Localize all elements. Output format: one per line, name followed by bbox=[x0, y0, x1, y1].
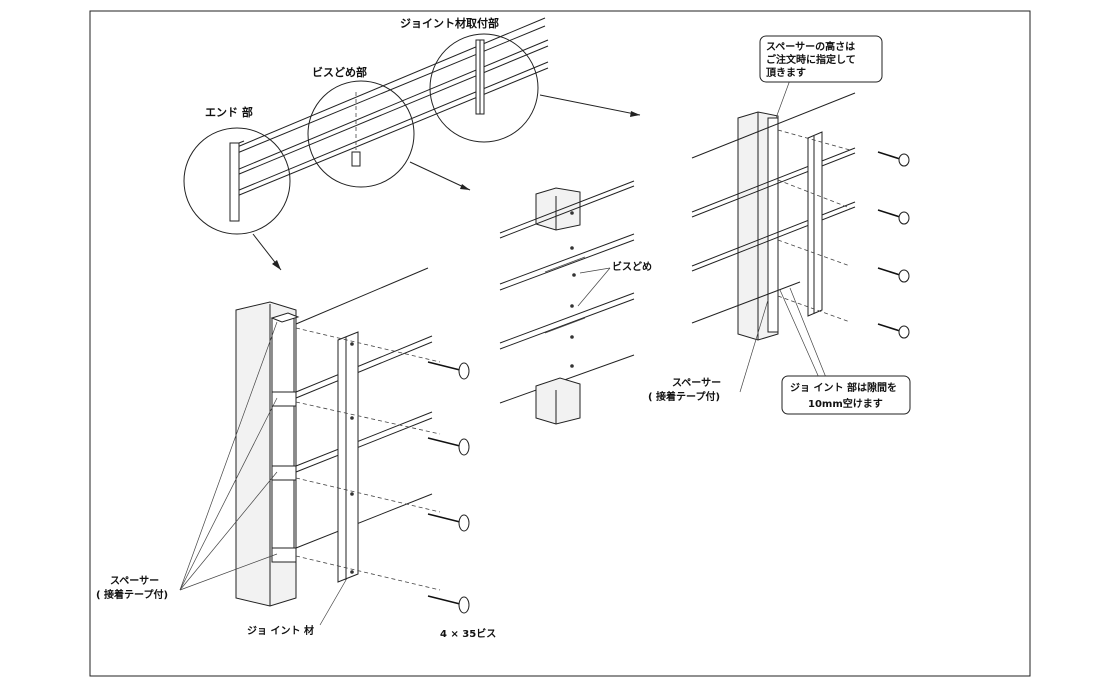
note-balloon bbox=[781, 375, 911, 415]
note-joint-gap-1: ジョ イント 部は隙間を bbox=[790, 381, 897, 394]
note-balloon bbox=[759, 35, 883, 83]
center-detail bbox=[499, 180, 635, 425]
label-screw-spec: 4 × 35ビス bbox=[440, 627, 496, 640]
label-spacer-right-2: ( 接着テープ付) bbox=[648, 390, 720, 403]
screw-icon bbox=[427, 437, 470, 456]
screw-icon bbox=[427, 361, 470, 380]
left-detail bbox=[179, 267, 470, 626]
label-spacer-left-2: ( 接着テープ付) bbox=[96, 588, 168, 601]
overview-fence bbox=[183, 17, 641, 271]
note-spacer-height-3: 頂きます bbox=[766, 67, 806, 79]
screw-icon bbox=[877, 151, 910, 167]
screw-icon bbox=[877, 267, 910, 283]
screw-icon bbox=[877, 209, 910, 225]
label-end: エンド 部 bbox=[205, 105, 253, 119]
label-screw-stop: ビスどめ部 bbox=[312, 65, 367, 79]
note-spacer-height-1: スペーサーの高さは bbox=[766, 40, 855, 53]
label-joint-mount: ジョイント材取付部 bbox=[400, 16, 499, 30]
right-detail bbox=[691, 79, 910, 393]
note-joint-gap-2: 10mm空けます bbox=[808, 397, 883, 410]
screw-icon bbox=[427, 595, 470, 614]
drawing-frame bbox=[89, 10, 1031, 677]
screw-icon bbox=[427, 513, 470, 532]
label-screw-stop-small: ビスどめ bbox=[612, 260, 652, 273]
label-joint-material: ジョ イント 材 bbox=[247, 624, 314, 637]
label-spacer-right-1: スペーサー bbox=[672, 377, 721, 389]
screw-icon bbox=[877, 323, 910, 339]
label-spacer-left-1: スペーサー bbox=[110, 575, 159, 587]
note-spacer-height-2: ご注文時に指定して bbox=[766, 53, 856, 66]
